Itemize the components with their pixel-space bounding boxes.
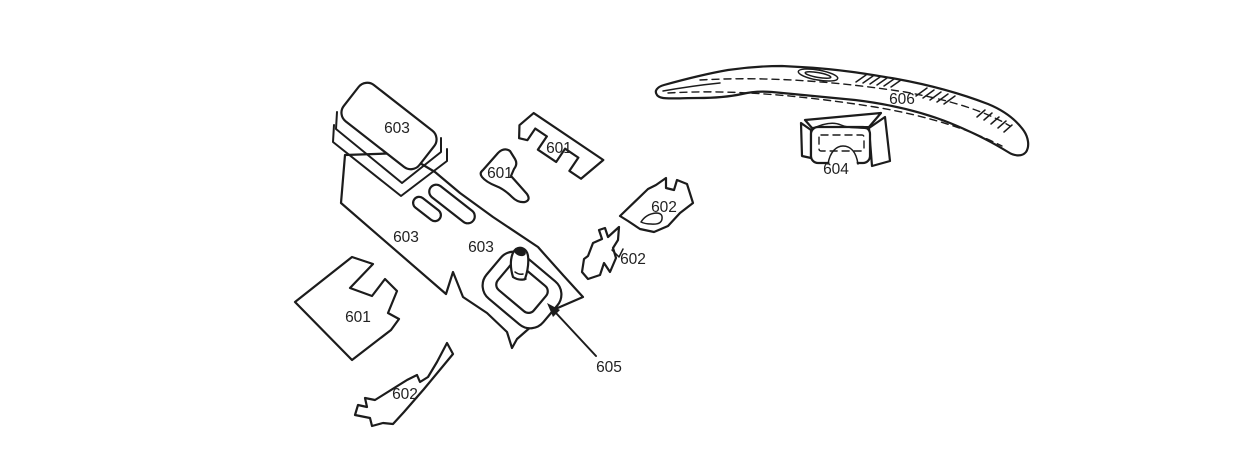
console-tunnel-part (339, 151, 585, 350)
armrest-pad-part (332, 81, 448, 197)
bottom-strip-outline (353, 341, 455, 428)
dash-panel-outline (654, 64, 1030, 157)
part-label-602-strip: 602 (392, 386, 418, 403)
heater-box-pad-part (799, 111, 892, 168)
arrow-605-shaft (555, 312, 597, 357)
keyhole-piece-outline (479, 148, 530, 204)
dash-panel-vent-hatch-3 (976, 109, 1013, 133)
part-label-603-tunnel-left: 603 (393, 229, 419, 246)
part-label-602-upper: 602 (651, 199, 677, 216)
upper-602-part (618, 176, 695, 234)
dash-panel-tip-fold (662, 82, 721, 92)
tunnel-slot-long (428, 183, 476, 225)
part-label-603-pad: 603 (384, 120, 410, 137)
shift-boot-inner-ring (495, 262, 549, 314)
dash-panel-vent-hatch-1 (855, 74, 902, 88)
mid-602-leader-tick (611, 248, 624, 258)
part-label-602-mid: 602 (620, 251, 646, 268)
pad-stack-layer-2 (332, 124, 448, 197)
shift-lever-knob (514, 247, 526, 257)
upper-602-hook-cut (640, 212, 663, 225)
part-label-601-diamond: 601 (345, 309, 371, 326)
dash-panel-dashed-upper (699, 78, 1011, 127)
arrow-605-head (547, 303, 560, 317)
tunnel-slot-small (412, 195, 442, 223)
dash-panel-part (654, 64, 1030, 157)
heater-box-left-wing (799, 121, 813, 160)
pad-stack-layer-1 (335, 111, 442, 184)
upper-602-outline (618, 176, 695, 234)
dash-panel-dashed-lower (667, 91, 1003, 147)
pad-top-face (340, 81, 438, 171)
boot-fold-marks (514, 271, 527, 281)
dash-panel-vent-hatch-2 (915, 87, 956, 105)
part-label-606: 606 (889, 91, 915, 108)
heater-box-arch-cut (827, 145, 859, 165)
notched-clip-outline (518, 111, 605, 180)
part-label-601-clip: 601 (546, 140, 572, 157)
part-label-605: 605 (596, 359, 622, 376)
part-label-601-keyhole: 601 (487, 165, 513, 182)
heater-box-dashed-opening (818, 134, 865, 152)
diamond-panel-outline (293, 255, 401, 362)
dash-panel-oval-slot (797, 68, 839, 82)
mid-602-part (580, 225, 624, 281)
part-label-603-tunnel-right: 603 (468, 239, 494, 256)
mid-602-outline (580, 225, 621, 281)
dash-panel-oval-slot-inner (804, 70, 832, 80)
part-label-604: 604 (823, 161, 849, 178)
arrow-605 (547, 303, 597, 357)
heater-box-top-wave (811, 122, 870, 130)
